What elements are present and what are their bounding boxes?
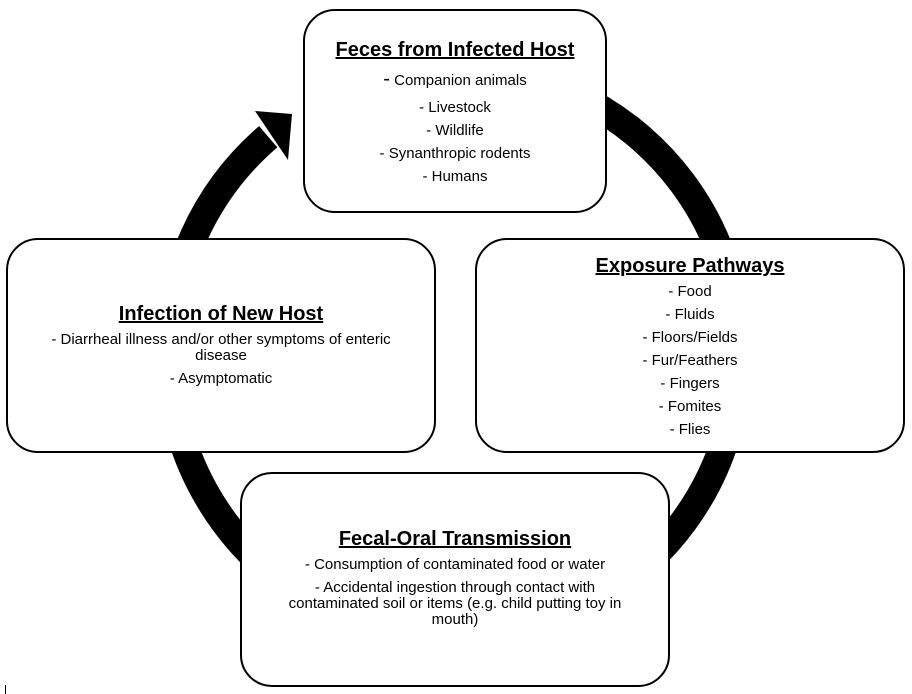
feces-item-synanthropic-rodents: - Synanthropic rodents [379, 145, 531, 162]
exposure-box-title: Exposure Pathways [595, 255, 785, 277]
infection-of-new-host-box: Infection of New Host - Diarrheal illnes… [6, 238, 436, 453]
feces-item-wildlife: - Wildlife [426, 122, 484, 139]
transmission-item-accidental-ingestion: - Accidental ingestion through contact w… [288, 579, 622, 628]
exposure-pathways-box: Exposure Pathways - Food - Fluids - Floo… [475, 238, 905, 453]
cycle-arrowhead-icon [255, 111, 292, 160]
exposure-item-fur-feathers: - Fur/Feathers [642, 352, 738, 369]
feces-source-list: - Companion animals - Livestock - Wildli… [380, 64, 531, 188]
transmission-route-list: - Consumption of contaminated food or wa… [268, 557, 642, 635]
transmission-box-title: Fecal-Oral Transmission [338, 528, 572, 550]
infection-outcome-list: - Diarrheal illness and/or other symptom… [28, 332, 414, 394]
feces-from-infected-host-box: Feces from Infected Host - Companion ani… [303, 9, 607, 213]
transmission-item-consumption: - Consumption of contaminated food or wa… [304, 556, 606, 573]
fecal-oral-transmission-box: Fecal-Oral Transmission - Consumption of… [240, 472, 670, 687]
feces-item-livestock: - Livestock [419, 99, 491, 116]
feces-item-humans: - Humans [422, 168, 488, 185]
text-cursor-mark [5, 685, 6, 694]
feces-box-title: Feces from Infected Host [335, 39, 575, 61]
feces-first-item-label: Companion animals [389, 72, 527, 89]
exposure-pathway-list: - Food - Fluids - Floors/Fields - Fur/Fe… [642, 280, 737, 441]
exposure-item-floors-fields: - Floors/Fields [642, 329, 738, 346]
infection-item-asymptomatic: - Asymptomatic [169, 370, 273, 387]
exposure-item-flies: - Flies [669, 421, 711, 438]
exposure-item-food: - Food [668, 283, 712, 300]
exposure-item-fluids: - Fluids [665, 306, 715, 323]
feces-first-dash: - [383, 68, 390, 90]
exposure-item-fomites: - Fomites [658, 398, 722, 415]
infection-item-diarrheal-illness: - Diarrheal illness and/or other symptom… [51, 331, 391, 364]
exposure-item-fingers: - Fingers [660, 375, 720, 392]
feces-item-companion-animals: - Companion animals [380, 64, 531, 96]
infection-box-title: Infection of New Host [118, 303, 324, 325]
